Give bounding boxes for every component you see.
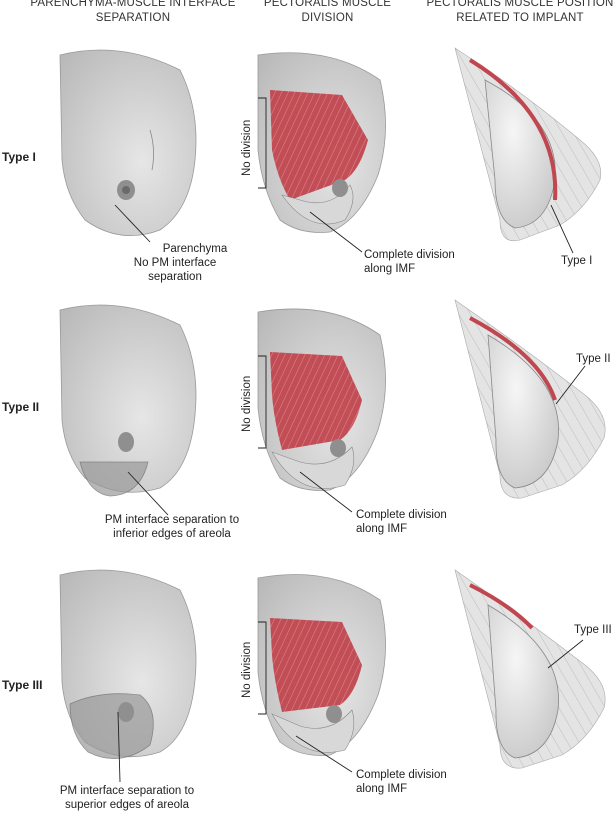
separation-inferior-label: PM interface separation to inferior edge…: [82, 513, 262, 541]
complete-division-label: Complete division along IMF: [364, 248, 455, 276]
row2-col1-breast: [59, 304, 197, 516]
row3-col3-crosssection: [454, 569, 606, 769]
label-line: Complete division: [356, 769, 447, 781]
header-line: PARENCHYMA-MUSCLE INTERFACE: [30, 0, 236, 9]
row1-col2-muscle: [257, 52, 386, 253]
row-label-type-3: Type III: [2, 678, 43, 692]
header-line: RELATED TO IMPLANT: [456, 12, 584, 24]
label-line: Complete division: [356, 509, 447, 521]
row1-col1-breast: [59, 49, 197, 243]
label-line: along IMF: [356, 783, 408, 795]
label-line: inferior edges of areola: [113, 528, 231, 540]
column-header-interface: PARENCHYMA-MUSCLE INTERFACE SEPARATION: [28, 0, 238, 26]
type-position-label: Type III: [574, 624, 612, 636]
label-line: Parenchyma: [162, 243, 228, 255]
row-label-type-1: Type I: [2, 150, 36, 164]
column-header-position: PECTORALIS MUSCLE POSITION RELATED TO IM…: [425, 0, 615, 26]
no-division-label: No division: [241, 375, 253, 432]
row1-col3-crosssection: [454, 47, 602, 254]
row2-col2-muscle: [257, 308, 386, 513]
type-position-label: Type I: [561, 255, 593, 267]
row-label-type-2: Type II: [2, 400, 40, 414]
row3-col1-breast: [59, 569, 197, 783]
header-line: PECTORALIS MUSCLE POSITION: [426, 0, 614, 9]
header-line: SEPARATION: [95, 12, 171, 24]
type-position-label: Type II: [576, 353, 611, 365]
parenchyma-label: Parenchyma No PM interface separation: [110, 242, 240, 284]
parenchyma-leader-line: [114, 204, 151, 243]
row2-col3-crosssection: [454, 299, 606, 499]
label-line: PM interface separation to: [59, 785, 195, 797]
label-line: No PM interface separation: [133, 257, 217, 283]
separation-superior-label: PM interface separation to superior edge…: [42, 784, 212, 812]
separation-area: [69, 693, 154, 759]
no-division-label: No division: [241, 641, 253, 698]
header-line: DIVISION: [301, 12, 354, 24]
label-line: superior edges of areola: [64, 799, 190, 811]
label-line: along IMF: [364, 263, 416, 275]
no-division-label: No division: [241, 119, 253, 176]
column-header-division: PECTORALIS MUSCLE DIVISION: [250, 0, 405, 26]
separation-area: [79, 461, 149, 497]
label-line: PM interface separation to: [104, 514, 240, 526]
row3-col2-muscle: [257, 574, 386, 773]
label-line: Complete division: [364, 249, 455, 261]
header-line: PECTORALIS MUSCLE: [263, 0, 392, 9]
complete-division-label: Complete division along IMF: [356, 508, 447, 536]
complete-division-label: Complete division along IMF: [356, 768, 447, 796]
label-line: along IMF: [356, 523, 408, 535]
